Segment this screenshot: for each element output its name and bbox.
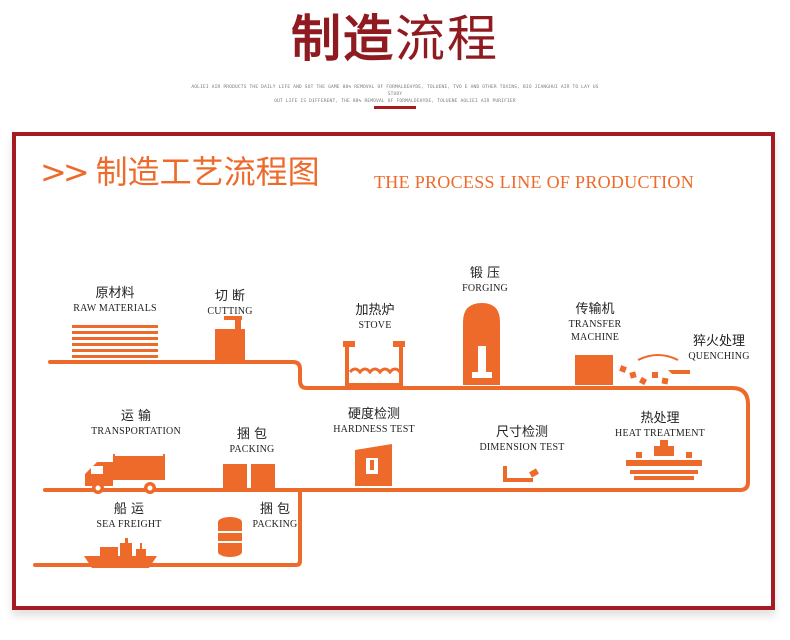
- diagram-title-text: 制造工艺流程图: [95, 153, 320, 191]
- quenching-icon: [619, 354, 690, 386]
- diagram-subtitle: THE PROCESS LINE OF PRODUCTION: [374, 172, 695, 192]
- page-title-bold: 制造: [291, 10, 395, 68]
- diagram-title: >>制造工艺流程图: [40, 152, 320, 192]
- packing-box-icon: [223, 464, 275, 488]
- stove-icon: [343, 341, 405, 387]
- chevrons-icon: >>: [40, 153, 90, 191]
- heat-treatment-icon: [626, 440, 702, 480]
- step-transportation: 运 输 TRANSPORTATION: [91, 409, 181, 437]
- step-packing-barrels: 捆 包 PACKING: [252, 502, 298, 530]
- header-subtext-line1: AOLIEI AIR PRODUCTS THE DAILY LIFE AND S…: [191, 85, 599, 97]
- diagram-frame: [12, 132, 775, 610]
- step-hardness-test: 硬度检测 HARDNESS TEST: [333, 407, 415, 435]
- step-cutting: 切 断 CUTTING: [207, 289, 253, 317]
- header-subtext: AOLIEI AIR PRODUCTS THE DAILY LIFE AND S…: [190, 84, 600, 105]
- dimension-gauge-icon: [503, 466, 539, 482]
- hardness-tester-icon: [355, 444, 392, 486]
- step-dimension-test: 尺寸检测 DIMENSION TEST: [479, 425, 565, 453]
- cutting-machine-icon: [215, 316, 245, 362]
- step-quenching: 猝火处理 QUENCHING: [688, 334, 750, 362]
- raw-materials-icon: [72, 325, 158, 358]
- truck-icon: [85, 452, 165, 494]
- barrel-stack-icon: [218, 517, 242, 557]
- page-title-light: 流程: [395, 10, 499, 68]
- forging-press-icon: [463, 303, 500, 385]
- transfer-machine-icon: [575, 355, 613, 385]
- step-forging: 锻 压 FORGING: [462, 266, 508, 294]
- ship-icon: [84, 538, 157, 568]
- title-underline: [374, 106, 416, 109]
- step-raw-materials: 原材料 RAW MATERIALS: [73, 286, 157, 314]
- step-sea-freight: 船 运 SEA FREIGHT: [96, 502, 162, 530]
- step-stove: 加热炉 STOVE: [355, 303, 395, 331]
- header-subtext-line2: OUT LIFE IS DIFFERENT, THE 88% REMOVAL O…: [274, 99, 516, 104]
- page-title: 制造流程: [0, 6, 790, 72]
- step-packing-box: 捆 包 PACKING: [229, 427, 275, 455]
- conveyor-line: [33, 360, 750, 567]
- step-heat-treatment: 热处理 HEAT TREATMENT: [615, 411, 705, 439]
